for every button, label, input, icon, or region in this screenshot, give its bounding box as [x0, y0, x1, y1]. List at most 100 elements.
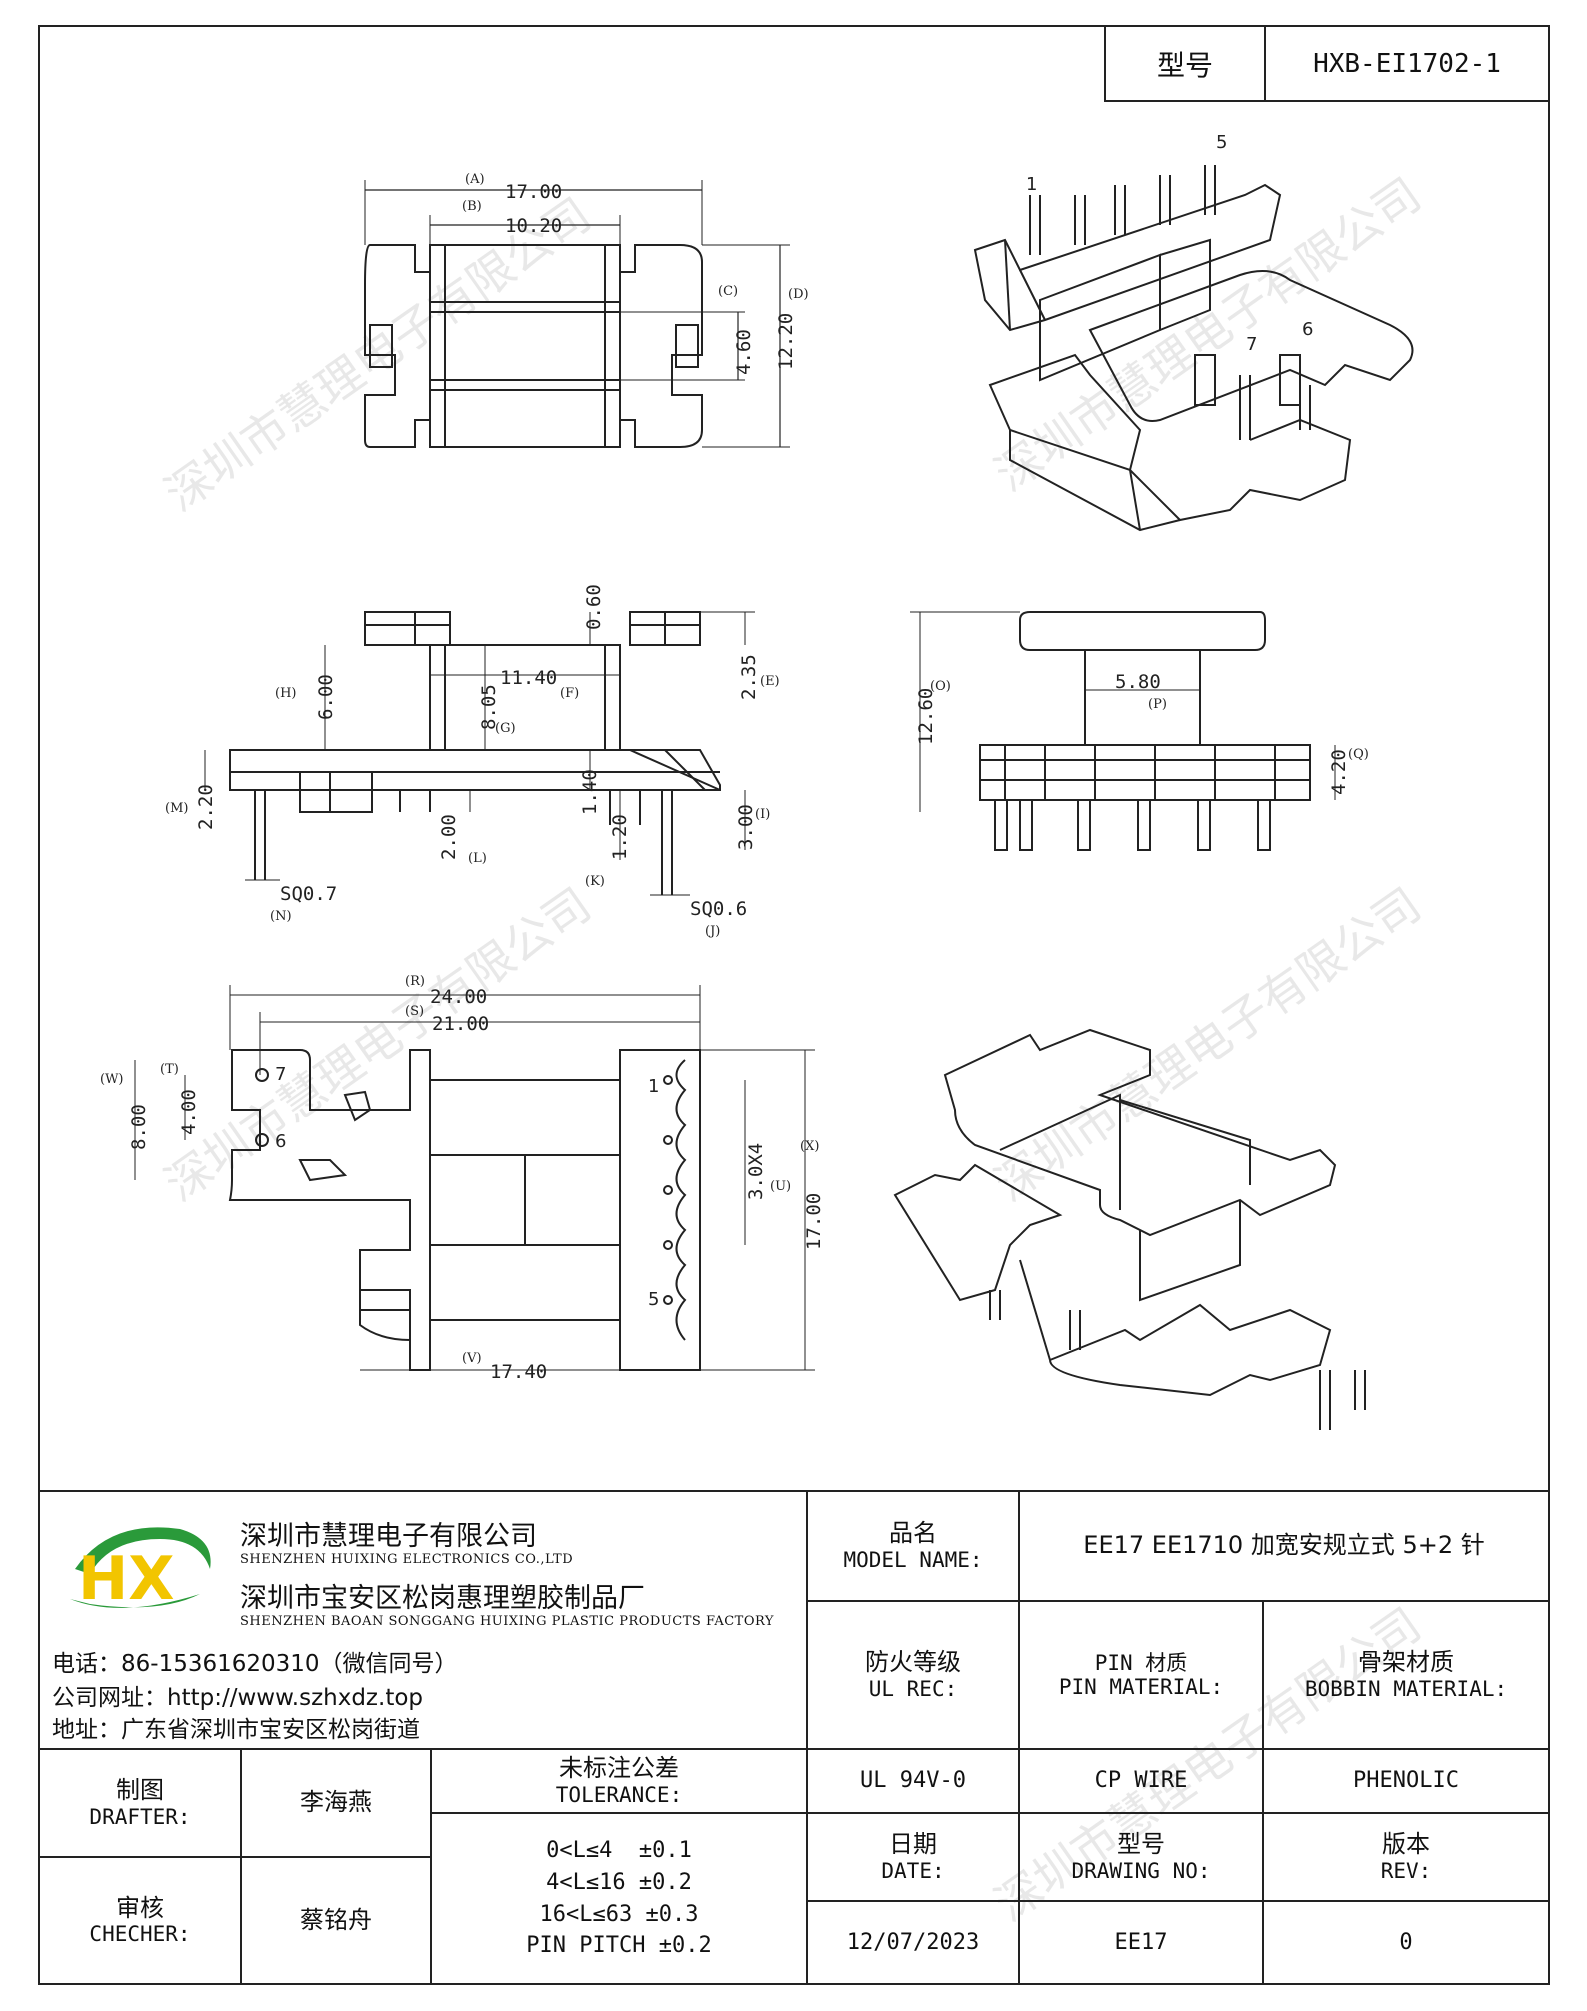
company-logo: HX [70, 1527, 211, 1614]
rev-value-cell: 0 [1262, 1900, 1550, 1985]
rev-label-cell: 版本 REV: [1262, 1812, 1550, 1902]
bottom-view [134, 985, 815, 1371]
dim-m-label: (M) [165, 801, 188, 816]
model-value: HXB-EI1702-1 [1313, 48, 1501, 79]
date-value: 12/07/2023 [846, 1929, 980, 1955]
dim-s-label: (S) [405, 1004, 424, 1019]
tolerance-values-cell: 0<L≤4 ±0.1 4<L≤16 ±0.2 16<L≤63 ±0.3 PIN … [430, 1812, 808, 1985]
pin-material-en: PIN MATERIAL: [1058, 1675, 1224, 1699]
dim-p-label: (P) [1148, 697, 1167, 712]
drawing-value-cell: EE17 [1018, 1900, 1264, 1985]
dim-a-value: 17.00 [505, 181, 562, 203]
dim-l-label: (L) [468, 851, 487, 866]
tolerance-line-2: 4<L≤16 ±0.2 [546, 1869, 692, 1895]
dim-e-label: (E) [760, 674, 780, 689]
dim-r-label: (R) [405, 974, 425, 989]
model-name-en: MODEL NAME: [843, 1547, 983, 1572]
tolerance-cn: 未标注公差 [559, 1754, 679, 1783]
factory-name-en: SHENZHEN BAOAN SONGGANG HUIXING PLASTIC … [240, 1614, 774, 1629]
ul-label-cell: 防火等级 UL REC: [806, 1600, 1020, 1750]
tolerance-line-1: 0<L≤4 ±0.1 [546, 1837, 692, 1863]
pin-value-cell: CP WIRE [1018, 1748, 1264, 1814]
drawing-en: DRAWING NO: [1071, 1858, 1211, 1883]
tolerance-en: TOLERANCE: [555, 1782, 683, 1807]
iso-pin-1: 1 [1026, 174, 1037, 195]
tolerance-label-cell: 未标注公差 TOLERANCE: [430, 1748, 808, 1814]
dim-x-value: 17.00 [803, 1193, 825, 1250]
dim-x-label: (X) [800, 1139, 819, 1154]
dim-k-label: (K) [585, 874, 605, 889]
dim-o-value: 12.60 [915, 688, 937, 745]
model-name-label-cell: 品名 MODEL NAME: [806, 1490, 1020, 1602]
company-name-cn: 深圳市慧理电子有限公司 [240, 1521, 537, 1552]
drawing-cn: 型号 [1117, 1830, 1165, 1859]
side-view [910, 611, 1336, 851]
dim-j-label: (J) [705, 924, 720, 939]
dim-gap-value: 0.60 [583, 584, 605, 630]
rev-value: 0 [1399, 1929, 1413, 1955]
bobbin-material-cn: 骨架材质 [1358, 1648, 1454, 1677]
bobbin-material-en: BOBBIN MATERIAL: [1304, 1676, 1508, 1701]
company-name-en: SHENZHEN HUIXING ELECTRONICS CO.,LTD [240, 1552, 574, 1567]
company-website: 公司网址：http://www.szhxdz.top [52, 1685, 424, 1711]
model-name-value-cell: EE17 EE1710 加宽安规立式 5+2 针 [1018, 1490, 1550, 1602]
dim-g-value: 8.05 [478, 684, 500, 730]
drawing-value: EE17 [1114, 1929, 1168, 1955]
dim-e-value: 2.35 [738, 654, 760, 700]
dim-b-label: (B) [462, 199, 482, 214]
date-en: DATE: [881, 1858, 945, 1883]
dim-f-value: 11.40 [500, 667, 557, 689]
dim-m-value: 2.20 [195, 784, 217, 830]
dim-c-value: 4.60 [733, 329, 755, 375]
bobbin-material-label-cell: 骨架材质 BOBBIN MATERIAL: [1262, 1600, 1550, 1750]
company-info: HX 深圳市慧理电子有限公司 SHENZHEN HUIXING ELECTRON… [38, 1490, 808, 1750]
dim-t-value: 4.00 [178, 1089, 200, 1135]
date-cn: 日期 [889, 1830, 937, 1859]
dim-k-value: 1.20 [609, 814, 631, 860]
iso-pin-6: 6 [1302, 319, 1313, 340]
dim-j-value: SQ0.6 [690, 898, 747, 920]
ul-value-cell: UL 94V-0 [806, 1748, 1020, 1814]
bottom-pin-6: 6 [275, 1131, 286, 1152]
dim-c-label: (C) [718, 284, 738, 299]
checker-cn: 审核 [116, 1893, 164, 1922]
ul-en: UL REC: [868, 1676, 958, 1701]
dimension-texts: 17.00 (A) 10.20 (B) (C) 4.60 (D) 12.20 1… [100, 132, 1369, 1383]
bottom-pin-7: 7 [275, 1064, 286, 1085]
bobbin-value-cell: PHENOLIC [1262, 1748, 1550, 1814]
iso-view-bottom [893, 1028, 1366, 1430]
drafter-label-cell: 制图 DRAFTER: [38, 1748, 242, 1858]
checker-name: 蔡铭舟 [300, 1905, 372, 1934]
dim-o-label: (O) [930, 679, 951, 694]
company-address: 地址：广东省深圳市宝安区松岗街道 [52, 1717, 420, 1743]
dim-f-label: (F) [560, 686, 579, 701]
dim-b-value: 10.20 [505, 215, 562, 237]
top-view [364, 180, 790, 448]
dim-s-value: 21.00 [432, 1013, 489, 1035]
bottom-pin-1: 1 [648, 1076, 659, 1097]
dim-t-label: (T) [160, 1062, 179, 1077]
checker-label-cell: 审核 CHECHER: [38, 1856, 242, 1985]
checker-name-cell: 蔡铭舟 [240, 1856, 432, 1985]
dim-d-value: 12.20 [775, 313, 797, 370]
dim-h-label: (H) [275, 686, 296, 701]
pin-material-label-cell: PIN 材质 PIN MATERIAL: [1018, 1600, 1264, 1750]
iso-pin-7: 7 [1246, 334, 1257, 355]
bottom-pin-5: 5 [648, 1289, 659, 1310]
dim-u-value: 3.0X4 [745, 1143, 767, 1200]
dim-l-value: 2.00 [438, 814, 460, 860]
rev-en: REV: [1380, 1858, 1432, 1883]
logo-letters: HX [78, 1544, 174, 1614]
ul-value: UL 94V-0 [860, 1768, 966, 1794]
date-label-cell: 日期 DATE: [806, 1812, 1020, 1902]
dim-flange-value: 1.40 [579, 769, 601, 815]
dim-w-label: (W) [100, 1072, 124, 1087]
dim-r-value: 24.00 [430, 986, 487, 1008]
tolerance-line-3: 16<L≤63 ±0.3 [539, 1901, 699, 1927]
front-view [204, 611, 755, 896]
dim-v-value: 17.40 [490, 1361, 547, 1383]
dim-n-label: (N) [270, 909, 292, 924]
dim-v-label: (V) [462, 1351, 482, 1366]
dim-q-label: (Q) [1348, 747, 1369, 762]
iso-pin-5: 5 [1216, 132, 1227, 153]
